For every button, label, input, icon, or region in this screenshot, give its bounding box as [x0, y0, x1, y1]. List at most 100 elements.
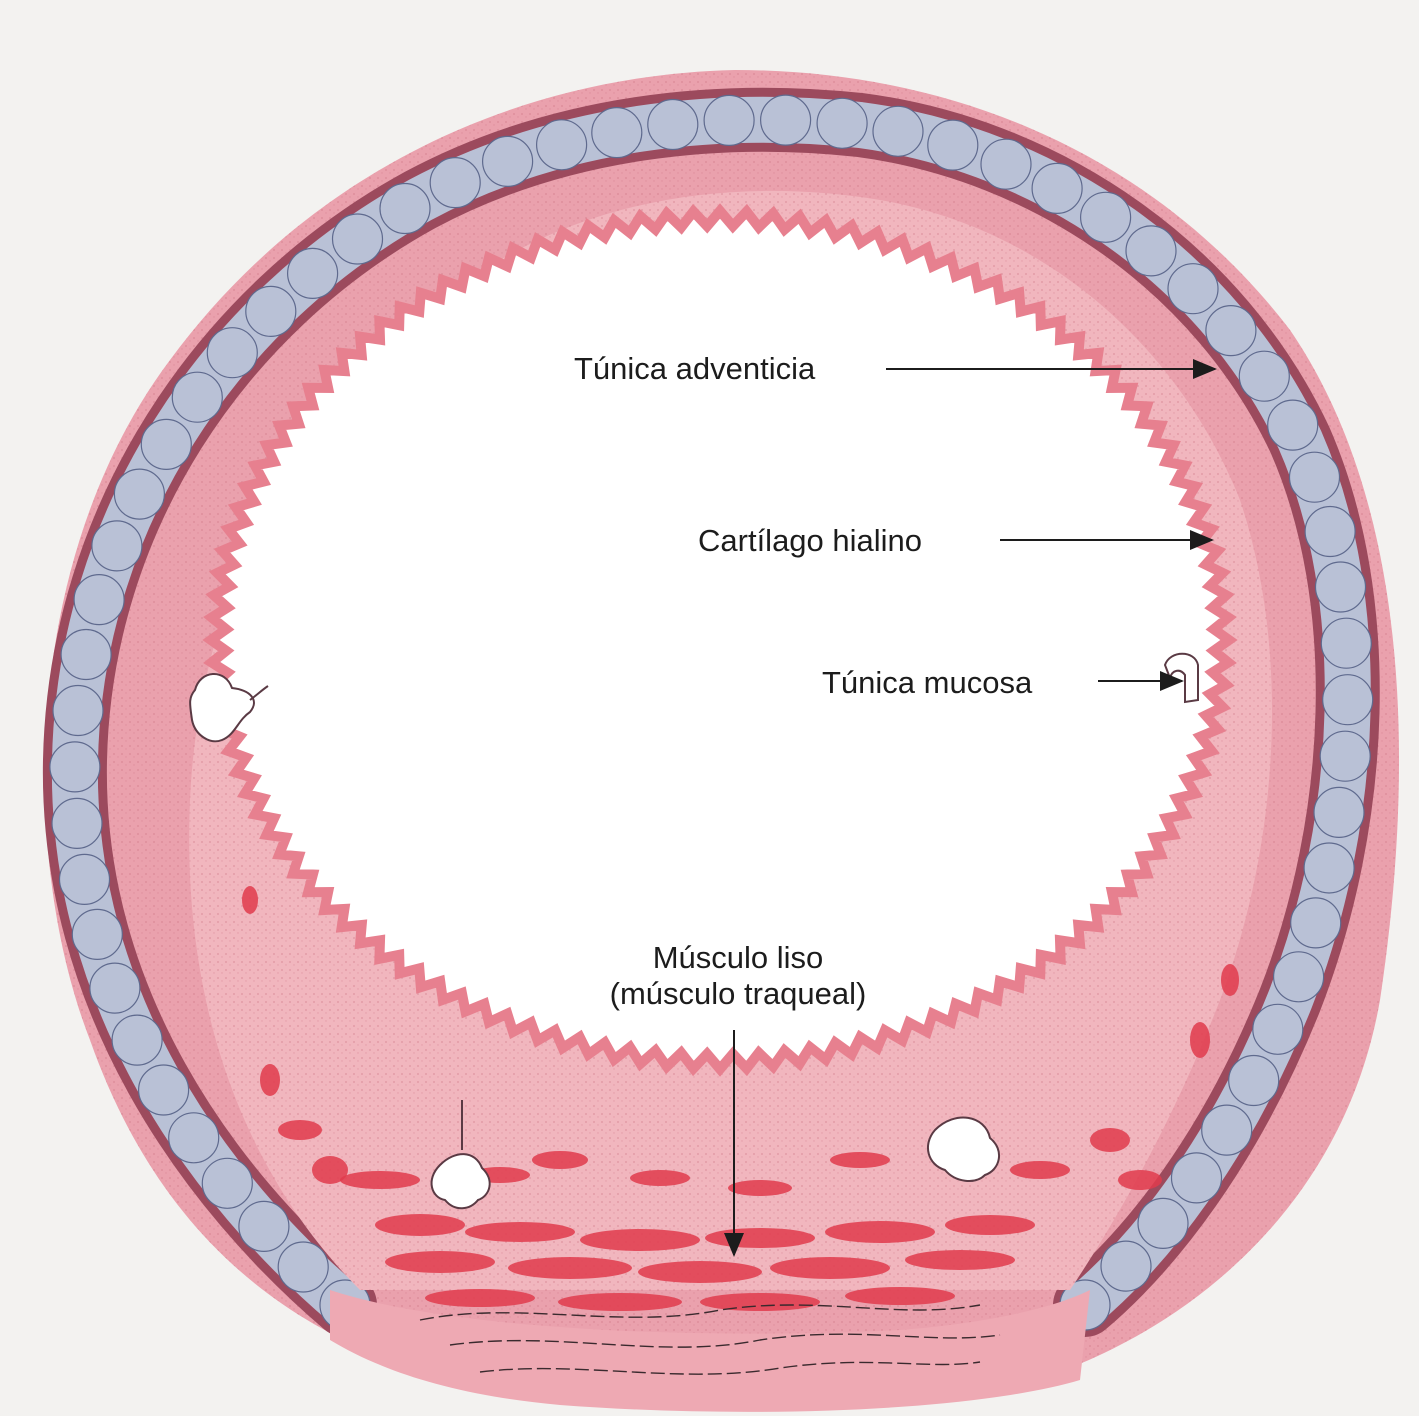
tunica-mucosa-epithelium	[202, 203, 1238, 1077]
cartilage-lobule	[591, 107, 643, 159]
cartilage-lobule	[51, 797, 103, 850]
muscle-bundle	[770, 1257, 890, 1279]
cartilage-lobule	[1205, 305, 1257, 357]
cartilage-lobule	[1313, 786, 1365, 839]
muscle-bundle	[638, 1261, 762, 1283]
muscle-bundle	[630, 1170, 690, 1186]
label-cartilago-hialino: Cartílago hialino	[694, 522, 927, 560]
gland-duct-left	[249, 685, 269, 701]
cartilage-lobule	[58, 853, 111, 906]
cartilage-lobule	[206, 327, 258, 379]
muscle-bundle	[260, 1064, 280, 1096]
muscle-bundle	[375, 1214, 465, 1236]
muscle-bundle	[558, 1293, 682, 1311]
cartilage-lobule	[1100, 1240, 1152, 1292]
cartilage-lobule	[277, 1241, 329, 1293]
cartilage-lobule	[1031, 162, 1083, 214]
cartilage-lobule	[872, 105, 924, 157]
cartilage-lobule	[1314, 561, 1367, 613]
cartilage-lobule	[1290, 897, 1342, 949]
gland-bottom-right	[926, 1116, 1000, 1182]
ct-line-1	[419, 1304, 981, 1321]
muscle-bundle	[385, 1251, 495, 1273]
cartilage-lobule	[91, 520, 143, 572]
muscle-bundle	[312, 1156, 348, 1184]
glands	[189, 652, 1199, 1210]
cartilage-lobule	[1303, 842, 1355, 894]
muscle-bundle	[845, 1287, 955, 1305]
muscle-bundle	[830, 1152, 890, 1168]
cartilage-lobule	[429, 157, 481, 209]
cartilage-lobule	[89, 962, 141, 1014]
cartilage-lobule	[535, 119, 588, 171]
muscle-bundle	[1118, 1170, 1162, 1190]
cartilage-lobule	[1288, 451, 1341, 503]
muscle-bundle	[1190, 1022, 1210, 1058]
muscle-bundle	[728, 1180, 792, 1196]
cartilage-lobule	[927, 119, 979, 171]
cartilage-lobule	[1170, 1152, 1223, 1204]
cartilage-lobule	[1137, 1197, 1189, 1250]
label-musculo-liso-line2: (músculo traqueal)	[609, 976, 867, 1011]
cartilage-lobule	[1320, 617, 1372, 669]
muscle-bundle	[825, 1221, 935, 1243]
posterior-membranous-wall	[330, 1290, 1090, 1412]
muscle-bundle	[705, 1228, 815, 1248]
cartilage-lobule	[1267, 399, 1319, 451]
cartilage-lobule	[482, 135, 534, 187]
label-tunica-mucosa: Túnica mucosa	[818, 664, 1037, 702]
cartilage-lobule	[1201, 1104, 1253, 1156]
muscle-bundle	[508, 1257, 632, 1279]
cartilage-lobule	[138, 1064, 190, 1116]
cartilage-lobule	[52, 684, 104, 737]
muscle-bundle	[278, 1120, 322, 1140]
cartilage-lobule	[1304, 505, 1356, 558]
gland-bottom-left	[430, 1153, 491, 1210]
muscle-bundle	[700, 1293, 820, 1311]
cartilage-lobule	[73, 573, 125, 626]
cartilage-lobule	[1252, 1003, 1304, 1055]
ct-line-2	[449, 1333, 1001, 1348]
cartilage-lobule	[60, 628, 112, 681]
muscle-bundle	[1221, 964, 1239, 996]
muscle-bundle	[905, 1250, 1015, 1270]
cartilage-lobule	[113, 468, 165, 520]
cartilage-lobule	[111, 1014, 163, 1066]
muscle-bundle	[340, 1171, 420, 1189]
connective-tissue-lines	[419, 1304, 1001, 1375]
muscle-bundle	[465, 1222, 575, 1242]
ct-line-3	[479, 1361, 981, 1375]
cartilage-lobule	[171, 371, 223, 423]
cartilage-lobule	[379, 182, 431, 235]
cartilage-lobule	[1079, 191, 1132, 243]
cartilage-lobule	[49, 741, 101, 793]
muscle-bundle	[425, 1289, 535, 1307]
muscle-bundle	[242, 886, 258, 914]
cartilage-lobule	[331, 213, 384, 265]
cartilage-lobule	[816, 97, 868, 149]
cartilage-lobule	[201, 1157, 253, 1209]
muscle-bundle	[1010, 1161, 1070, 1179]
cartilage-lobule	[1322, 674, 1374, 726]
cartilage-lobule	[168, 1112, 220, 1164]
cartilage-lobules	[49, 94, 1374, 1331]
cartilage-lobule	[1228, 1054, 1280, 1107]
gland-left	[189, 673, 255, 743]
cartilage-lobule	[980, 138, 1032, 190]
label-musculo-liso: Músculo liso (músculo traqueal)	[570, 940, 906, 1012]
cartilage-lobule	[1167, 263, 1219, 315]
cartilage-lobule	[1319, 730, 1371, 782]
cartilage-lobule	[1272, 951, 1325, 1003]
cartilage-lobule	[759, 94, 812, 146]
label-tunica-adventicia: Túnica adventicia	[570, 350, 820, 388]
cartilage-lobule	[703, 94, 755, 147]
muscle-bundle	[1090, 1128, 1130, 1152]
cartilage-lobule	[1238, 350, 1290, 402]
muscle-bundle	[532, 1151, 588, 1169]
cartilage-lobule	[1125, 225, 1177, 277]
cartilage-lobule	[140, 418, 192, 470]
cartilage-lobule	[245, 285, 297, 337]
cartilage-lobule	[238, 1200, 290, 1253]
cartilage-lobule	[647, 98, 699, 151]
label-musculo-liso-line1: Músculo liso	[652, 940, 824, 975]
